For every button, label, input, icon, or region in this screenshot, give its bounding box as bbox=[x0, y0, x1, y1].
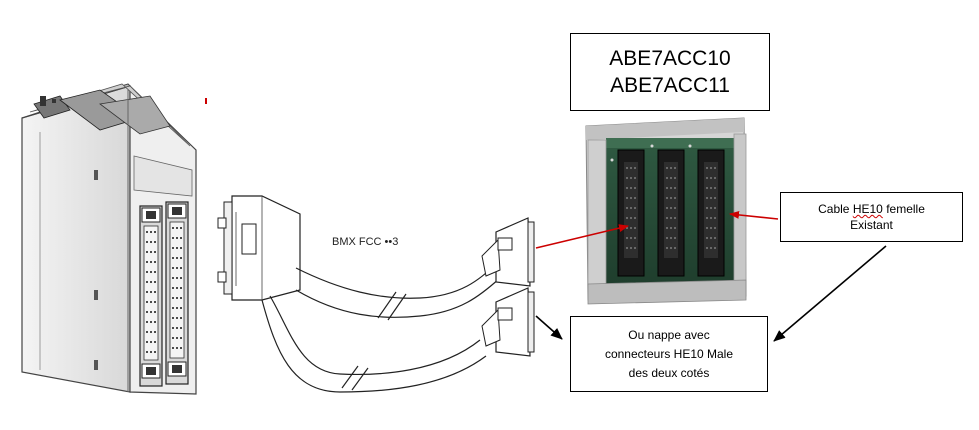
adapter-connector-2 bbox=[657, 149, 685, 277]
nappe-callout-line-3: des deux cotés bbox=[628, 365, 710, 380]
abe7acc-adapter-illustration bbox=[585, 117, 747, 305]
nappe-callout-line-1: Ou nappe avec bbox=[628, 327, 710, 342]
cable-callout-line-1: Cable HE10 femelle bbox=[818, 201, 925, 217]
reference-line-2: ABE7ACC11 bbox=[610, 74, 730, 97]
nappe-callout-line-2: connecteurs HE10 Male bbox=[604, 346, 734, 361]
cable-assembly-illustration bbox=[217, 195, 535, 393]
reference-box: ABE7ACC10 ABE7ACC11 bbox=[570, 33, 770, 111]
red-arrow-upper-plug bbox=[535, 224, 629, 249]
adapter-connector-1 bbox=[617, 149, 645, 277]
module-connector-left bbox=[139, 205, 163, 387]
cable-reference-label: BMX FCC ••3 bbox=[332, 236, 399, 248]
cable-callout-word-2: HE10 bbox=[852, 202, 883, 216]
module-connector-right bbox=[165, 201, 189, 385]
nappe-callout-box: Ou nappe avec connecteurs HE10 Male des … bbox=[570, 316, 768, 392]
reference-line-1: ABE7ACC10 bbox=[609, 47, 731, 70]
cable-callout-box: Cable HE10 femelle Existant bbox=[780, 192, 963, 242]
cable-callout-word-3: femelle bbox=[886, 202, 925, 216]
black-arrow-cable-to-nappe bbox=[773, 245, 887, 342]
cable-callout-word-1: Cable bbox=[818, 202, 850, 216]
black-arrow-lower-plug bbox=[535, 315, 563, 340]
stray-mark bbox=[205, 98, 207, 104]
adapter-connector-3 bbox=[697, 149, 725, 277]
red-arrow-cable-box bbox=[729, 210, 779, 220]
io-module-illustration bbox=[21, 83, 197, 395]
cable-callout-line-2: Existant bbox=[850, 218, 893, 232]
